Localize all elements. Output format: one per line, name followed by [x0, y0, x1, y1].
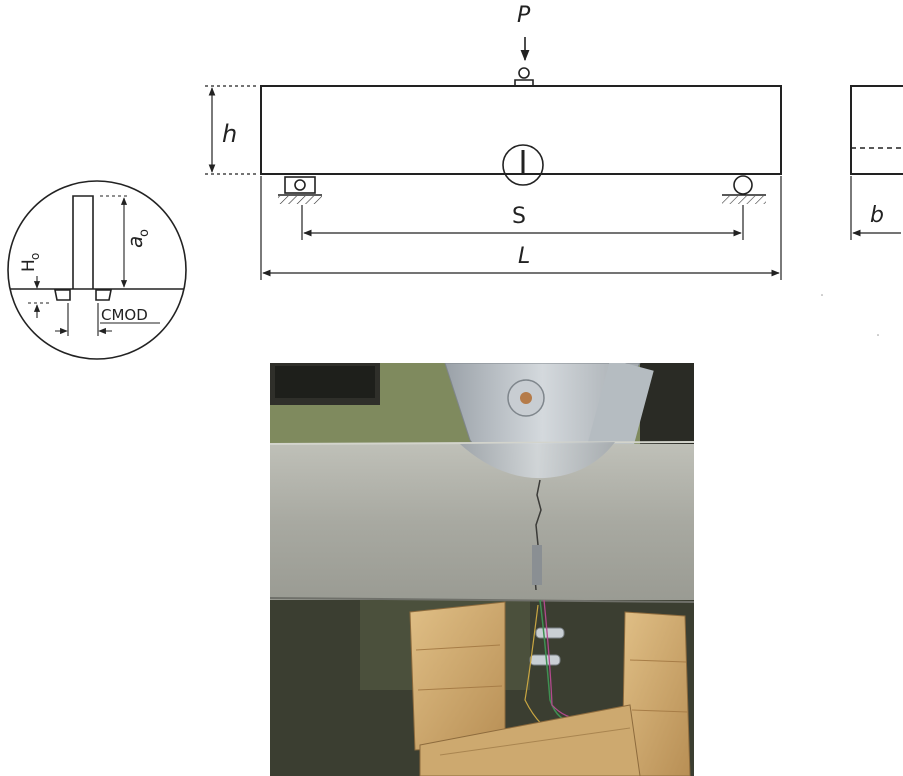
left-support — [278, 176, 322, 204]
length-label: L — [518, 244, 530, 269]
width-dimension — [850, 176, 901, 240]
notch-depth-label-group: a o — [123, 229, 152, 248]
notch-detail-inset — [7, 180, 187, 360]
notch-marker — [502, 144, 544, 186]
speck — [821, 294, 823, 296]
load-roller — [514, 67, 534, 86]
height-label: h — [222, 120, 237, 148]
height-dimension — [205, 85, 259, 175]
gauge-height-label-group: H o — [19, 253, 42, 272]
gauge-height-label: H — [19, 259, 39, 272]
span-dimension — [301, 205, 744, 240]
beam-cross-section — [850, 85, 903, 175]
notch-depth-label: a — [123, 236, 147, 248]
cmod-label: CMOD — [101, 306, 148, 324]
right-support — [722, 175, 766, 204]
span-label: S — [512, 204, 526, 229]
load-label: P — [517, 3, 531, 28]
beam-elevation-drawing — [205, 37, 903, 280]
test-setup-photo — [270, 363, 694, 776]
length-dimension — [260, 176, 782, 280]
beam-outline — [260, 85, 782, 175]
width-label: b — [870, 203, 884, 228]
speck — [877, 334, 879, 336]
notch-depth-subscript: o — [137, 229, 152, 237]
gauge-height-subscript: o — [28, 253, 42, 260]
